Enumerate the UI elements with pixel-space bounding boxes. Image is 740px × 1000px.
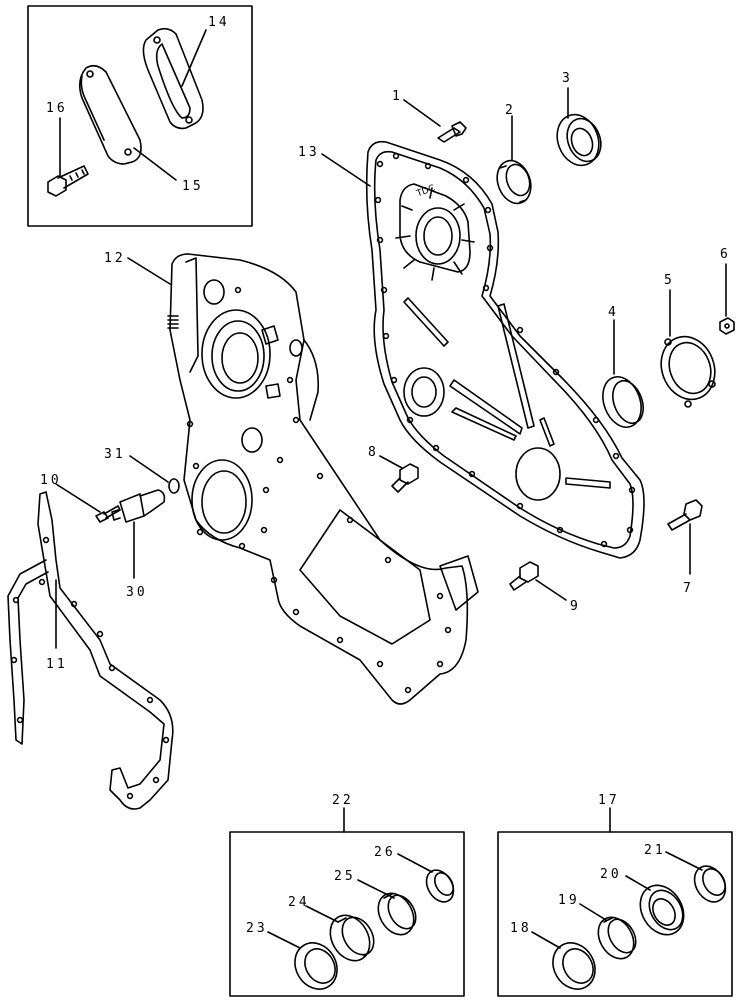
callout-12: 12 bbox=[104, 251, 126, 266]
seal-2 bbox=[496, 159, 532, 205]
callout-3: 3 bbox=[562, 71, 573, 86]
bushing-26 bbox=[425, 869, 455, 903]
leader-10 bbox=[55, 483, 101, 513]
seal-19 bbox=[597, 916, 637, 960]
kit-box-17 bbox=[497, 831, 733, 997]
leader-24 bbox=[305, 905, 339, 923]
callout-25: 25 bbox=[334, 869, 356, 884]
bolt-8 bbox=[391, 463, 419, 493]
leader-25 bbox=[357, 879, 395, 899]
callout-18: 18 bbox=[510, 921, 532, 936]
callout-16: 16 bbox=[46, 101, 68, 116]
bolt-9 bbox=[509, 561, 539, 591]
leader-21 bbox=[665, 851, 703, 871]
bushing-24 bbox=[329, 914, 375, 962]
callout-10: 10 bbox=[40, 473, 62, 488]
callout-1: 1 bbox=[392, 89, 403, 104]
callout-30: 30 bbox=[126, 585, 148, 600]
seal-18 bbox=[552, 942, 596, 990]
gasket-11 bbox=[7, 491, 174, 810]
callout-24: 24 bbox=[288, 895, 310, 910]
leader-9 bbox=[535, 579, 567, 601]
gear-housing-12 bbox=[167, 253, 479, 705]
cover-plate-15 bbox=[78, 64, 142, 165]
bolt-7 bbox=[667, 499, 703, 531]
kit-box-22 bbox=[229, 831, 465, 997]
plate-gasket-14 bbox=[142, 27, 204, 130]
callout-17: 17 bbox=[598, 793, 620, 808]
bolt-16 bbox=[47, 165, 89, 197]
screw-10 bbox=[95, 505, 121, 523]
leader-18 bbox=[531, 931, 561, 949]
sensor-30 bbox=[111, 489, 166, 523]
callout-19: 19 bbox=[558, 893, 580, 908]
leader-31 bbox=[129, 455, 169, 483]
callout-15: 15 bbox=[182, 179, 204, 194]
leader-12 bbox=[127, 257, 171, 285]
bushing-25 bbox=[377, 892, 417, 936]
front-cover-13 bbox=[365, 140, 645, 559]
callout-23: 23 bbox=[246, 921, 268, 936]
leader-8 bbox=[379, 455, 403, 469]
seal-21 bbox=[693, 865, 727, 903]
leader-14 bbox=[181, 29, 207, 87]
callout-5: 5 bbox=[664, 273, 675, 288]
callout-2: 2 bbox=[505, 103, 516, 118]
nut-6 bbox=[719, 317, 735, 335]
callout-8: 8 bbox=[368, 445, 379, 460]
callout-31: 31 bbox=[104, 447, 126, 462]
leader-13 bbox=[321, 153, 371, 187]
leader-23 bbox=[267, 931, 301, 949]
o-ring-31 bbox=[168, 478, 180, 494]
callout-9: 9 bbox=[570, 599, 581, 614]
seal-20 bbox=[639, 884, 685, 936]
inset-box-cover-plate bbox=[27, 5, 253, 227]
callout-13: 13 bbox=[298, 145, 320, 160]
callout-20: 20 bbox=[600, 867, 622, 882]
seal-3 bbox=[556, 113, 602, 167]
callout-6: 6 bbox=[720, 247, 731, 262]
callout-14: 14 bbox=[208, 15, 230, 30]
leader-15 bbox=[133, 147, 177, 181]
leader-19 bbox=[579, 903, 607, 921]
callout-26: 26 bbox=[374, 845, 396, 860]
leader-20 bbox=[625, 875, 651, 891]
leader-1 bbox=[403, 99, 441, 127]
callout-7: 7 bbox=[683, 581, 694, 596]
callout-21: 21 bbox=[644, 843, 666, 858]
callout-11: 11 bbox=[46, 657, 68, 672]
callout-4: 4 bbox=[608, 305, 619, 320]
bolt-1 bbox=[437, 121, 467, 143]
retainer-5 bbox=[660, 335, 716, 408]
seal-4 bbox=[602, 376, 644, 428]
leader-26 bbox=[397, 853, 433, 873]
bushing-23 bbox=[294, 942, 338, 990]
callout-22: 22 bbox=[332, 793, 354, 808]
